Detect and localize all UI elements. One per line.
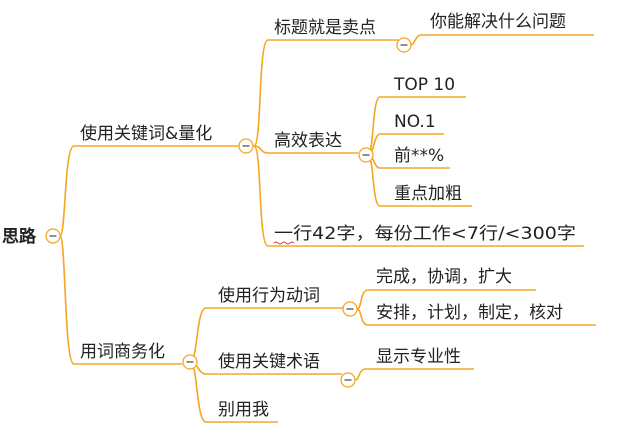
node-b2-1[interactable]: 使用行为动词 <box>218 285 320 306</box>
node-b1-2-3[interactable]: 前**% <box>394 146 444 166</box>
node-b2-1-2[interactable]: 安排，计划，制定，核对 <box>376 303 563 323</box>
node-b1-3[interactable]: 一行42字，每份工作<7行/<300字 <box>274 224 576 244</box>
node-root[interactable]: 思路 <box>2 226 37 247</box>
toggle-b1-2[interactable] <box>358 147 374 163</box>
toggle-b1-1[interactable] <box>396 37 412 53</box>
toggle-root[interactable] <box>45 228 61 244</box>
node-b1-1-1[interactable]: 你能解决什么问题 <box>430 12 566 32</box>
node-b1-1[interactable]: 标题就是卖点 <box>274 18 376 38</box>
toggle-b2-2[interactable] <box>340 372 356 388</box>
toggle-b2-1[interactable] <box>342 301 358 317</box>
node-b1[interactable]: 使用关键词&量化 <box>80 123 212 144</box>
spellcheck-squiggle <box>273 241 295 245</box>
underlines <box>74 34 596 423</box>
node-b2[interactable]: 用词商务化 <box>80 342 165 362</box>
node-b1-2-4[interactable]: 重点加粗 <box>394 184 462 204</box>
node-b1-2[interactable]: 高效表达 <box>274 131 342 151</box>
node-b2-2-1[interactable]: 显示专业性 <box>376 347 461 367</box>
node-b2-3[interactable]: 别用我 <box>218 400 269 420</box>
node-b1-2-2[interactable]: NO.1 <box>394 112 436 132</box>
toggle-b2[interactable] <box>182 354 198 370</box>
toggle-b1[interactable] <box>238 138 254 154</box>
node-b2-1-1[interactable]: 完成，协调，扩大 <box>376 267 512 287</box>
node-b1-2-1[interactable]: TOP 10 <box>393 75 455 95</box>
node-b2-2[interactable]: 使用关键术语 <box>218 351 320 372</box>
